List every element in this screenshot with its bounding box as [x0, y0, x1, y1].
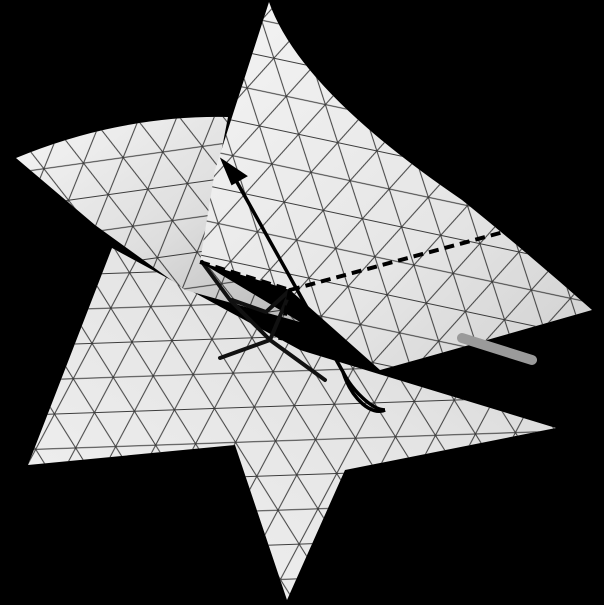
top-right-sheet: [200, 2, 592, 370]
pointer-stub: [462, 338, 532, 360]
